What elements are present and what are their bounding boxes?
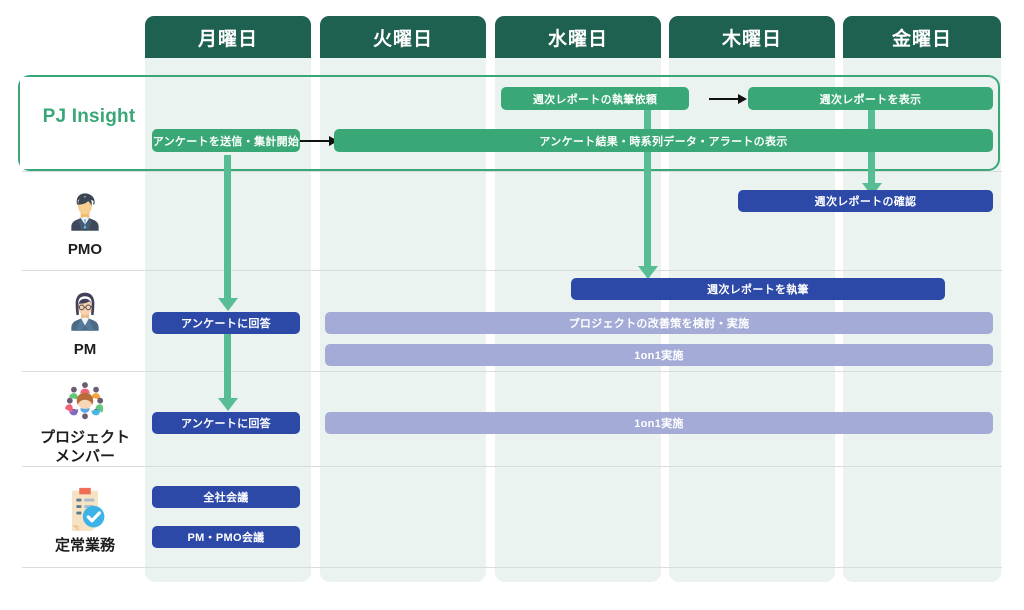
people-group-icon [65,382,104,420]
businesswoman-avatar-icon [71,292,99,331]
lane-label-text: PM [73,340,97,358]
connector-request-to-display-head [738,94,747,104]
bar-member-1on1[interactable]: 1on1実施 [325,412,993,434]
lane-label-routine: 定常業務 [24,476,146,564]
connector-pm-to-members-head [217,398,238,411]
bar-label: 1on1実施 [634,418,684,430]
row-separator-pmo [22,270,1002,271]
day-header-label: 水曜日 [547,28,608,50]
bar-pm-1on1[interactable]: 1on1実施 [325,344,993,366]
bar-label: 週次レポートの執筆依頼 [532,93,658,106]
day-header-wed: 水曜日 [495,16,661,58]
connector-mon-to-pm [224,155,231,300]
pj-insight-label-backdrop [20,77,144,169]
bar-label: 全社会議 [203,492,249,504]
row-separator-pm [22,371,1002,372]
connector-survey-to-results-line [300,140,330,142]
businessman-avatar-icon [71,193,99,231]
bar-pm-pmo-meeting[interactable]: PM・PMO会議 [152,526,300,548]
day-header-label: 火曜日 [372,28,433,50]
connector-mon-to-pm-head [217,298,238,311]
day-header-thu: 木曜日 [669,16,835,58]
bar-weekly-report-request[interactable]: 週次レポートの執筆依頼 [501,87,689,110]
connector-wed-to-pm-report [644,108,651,273]
bar-write-weekly-report[interactable]: 週次レポートを執筆 [571,278,945,300]
bar-pm-answer-survey[interactable]: アンケートに回答 [152,312,300,334]
pj-insight-outline-box [18,75,1000,171]
connector-request-to-display-line [709,98,739,100]
clipboard-check-icon [72,487,105,531]
day-header-tue: 火曜日 [320,16,486,58]
connector-wed-to-pm-report-head [637,266,658,279]
bar-weekly-report-review[interactable]: 週次レポートの確認 [738,190,993,212]
bar-label: プロジェクトの改善策を検討・実施 [568,318,750,330]
lane-label-members: プロジェクト メンバー [24,378,146,466]
bar-company-meeting[interactable]: 全社会議 [152,486,300,508]
bar-label: 週次レポートを表示 [819,93,922,106]
lane-label-pmo: PMO [24,180,146,268]
day-header-label: 木曜日 [721,28,782,50]
bar-label: アンケートを送信・集計開始 [152,135,300,148]
bar-survey-results-timeseries-alerts[interactable]: アンケート結果・時系列データ・アラートの表示 [334,129,993,152]
bar-weekly-report-display[interactable]: 週次レポートを表示 [748,87,993,110]
connector-pm-to-members [224,334,231,404]
bar-survey-send-aggregate[interactable]: アンケートを送信・集計開始 [152,129,300,152]
bar-project-improvement[interactable]: プロジェクトの改善策を検討・実施 [325,312,993,334]
bar-member-answer-survey[interactable]: アンケートに回答 [152,412,300,434]
day-header-mon: 月曜日 [145,16,311,58]
day-header-fri: 金曜日 [843,16,1001,58]
bar-label: 週次レポートの確認 [814,196,917,208]
day-header-label: 金曜日 [891,28,952,50]
lane-label-pm: PM [24,280,146,368]
bar-label: アンケートに回答 [181,418,271,430]
row-separator-top [22,171,1002,172]
connector-survey-to-results-head [329,136,338,146]
lane-label-text: PMO [67,240,103,258]
bar-label: アンケートに回答 [181,318,271,330]
bar-label: PM・PMO会議 [187,532,265,544]
lane-label-text: 定常業務 [54,536,115,554]
bar-label: 1on1実施 [634,350,684,362]
row-separator-routine [22,567,1002,568]
lane-label-text: プロジェクト メンバー [39,429,130,465]
day-header-label: 月曜日 [197,28,258,50]
bar-label: 週次レポートを執筆 [707,284,809,296]
bar-label: アンケート結果・時系列データ・アラートの表示 [539,135,788,148]
pj-insight-title: PJ Insight [42,106,136,127]
row-separator-members [22,466,1002,467]
